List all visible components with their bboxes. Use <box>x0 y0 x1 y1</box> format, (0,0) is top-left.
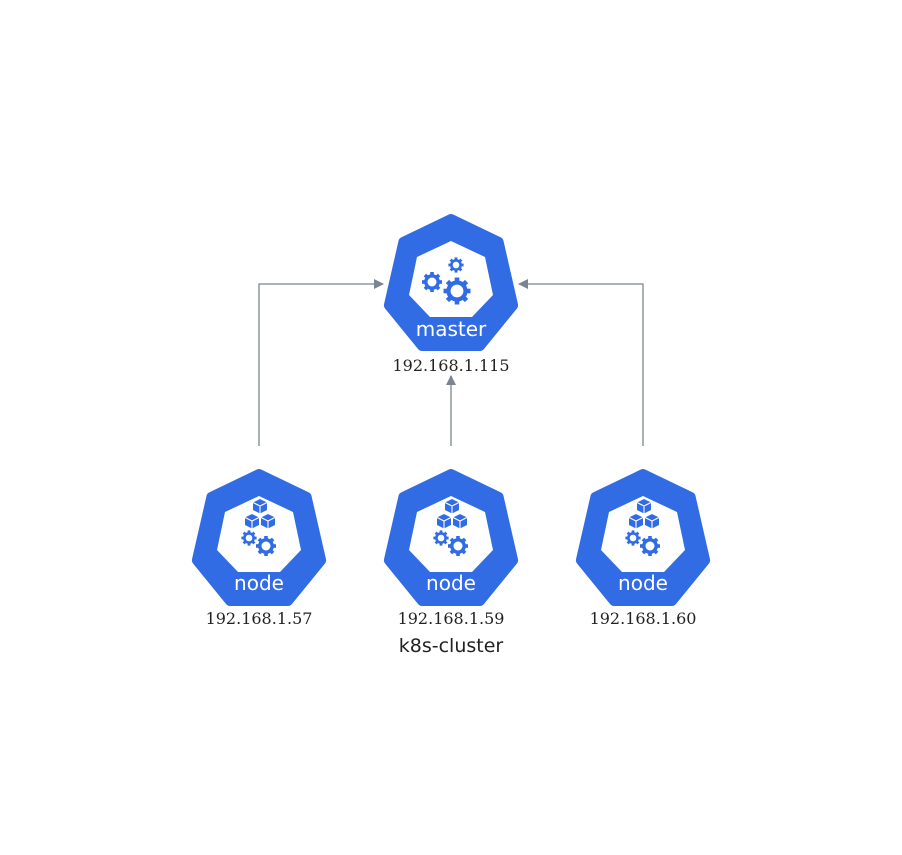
master-ip-label: 192.168.1.115 <box>392 356 509 375</box>
cluster-label: k8s-cluster <box>399 635 504 657</box>
connector-node-3-to-master <box>518 279 644 446</box>
master-node[interactable]: master 192.168.1.115 <box>383 214 519 375</box>
worker-node-2[interactable]: node 192.168.1.59 <box>383 469 519 628</box>
node-ip-label: 192.168.1.60 <box>590 609 697 628</box>
connector-node-1-to-master <box>258 279 384 446</box>
node-role-label: node <box>234 571 284 595</box>
node-icon-panel <box>601 496 685 572</box>
node-icon-panel <box>217 496 301 572</box>
node-icon-panel <box>409 496 493 572</box>
master-role-label: master <box>416 317 487 341</box>
node-role-label: node <box>426 571 476 595</box>
worker-node-1[interactable]: node 192.168.1.57 <box>191 469 327 628</box>
connectors <box>258 279 644 446</box>
worker-node-3[interactable]: node 192.168.1.60 <box>575 469 711 628</box>
node-role-label: node <box>618 571 668 595</box>
node-ip-label: 192.168.1.57 <box>206 609 313 628</box>
master-icon-panel <box>409 241 493 317</box>
node-ip-label: 192.168.1.59 <box>398 609 505 628</box>
